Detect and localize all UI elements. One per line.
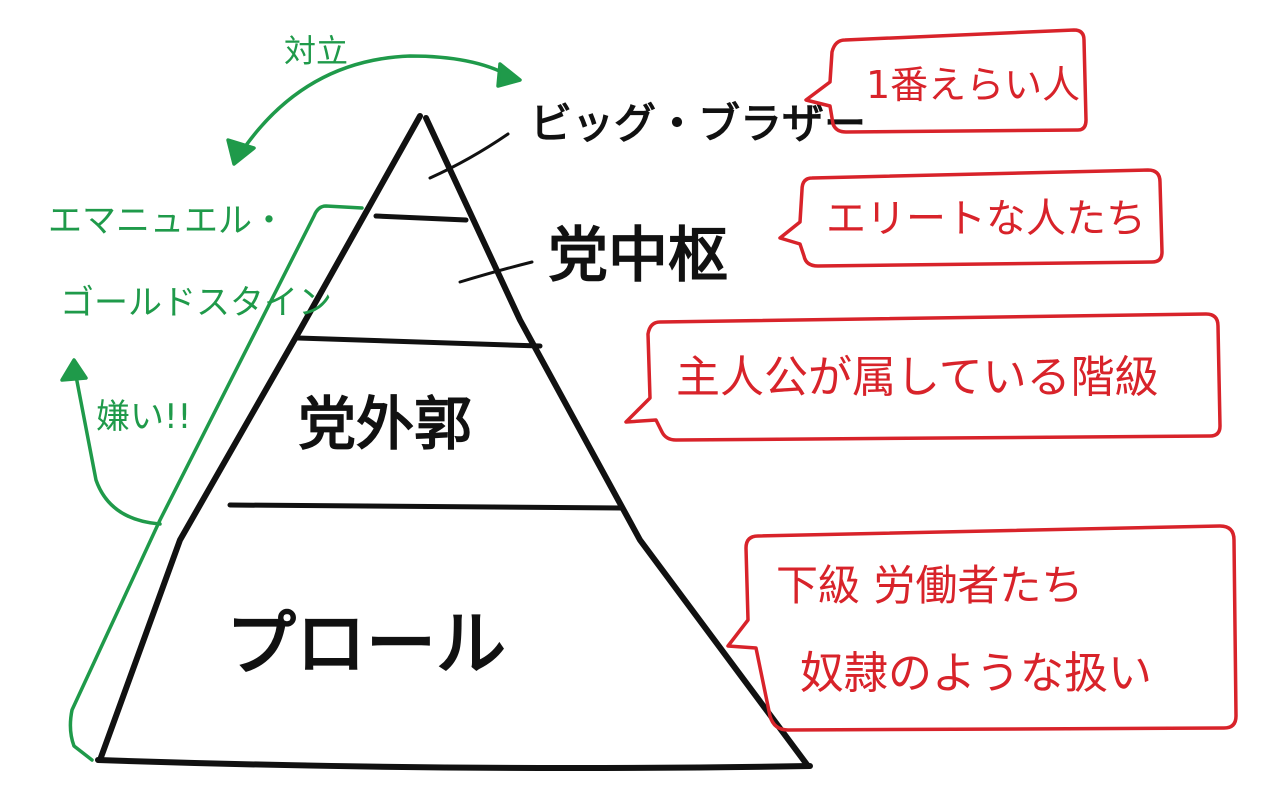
- note-inner-party: エリートな人たち: [826, 196, 1146, 242]
- tier-label-proles: プロール: [226, 603, 506, 685]
- bubble-inner-party: [778, 168, 1164, 268]
- note-goldstein-line1: エマニュエル・: [48, 201, 286, 241]
- green-annotations: [60, 54, 522, 762]
- bubble-outer-party: [624, 312, 1222, 442]
- bubble-big-brother: [804, 28, 1088, 134]
- note-opposition: 対立: [284, 32, 348, 70]
- tier-divider-1: [373, 213, 469, 223]
- party-bracket: [68, 204, 364, 762]
- pyramid: [95, 113, 813, 771]
- leader-lines: [428, 132, 534, 284]
- opposition-arrow-head-left: [226, 138, 256, 166]
- opposition-arrow: [234, 54, 518, 162]
- note-goldstein-line2: ゴールドスタイン: [60, 283, 332, 323]
- tier-label-big-brother: ビッグ・ブラザー: [530, 99, 866, 148]
- pyramid-base: [95, 757, 813, 771]
- tier-label-inner-party: 党中枢: [548, 221, 728, 291]
- note-proles-line1: 下級 労働者たち: [776, 561, 1083, 610]
- leader-big-brother: [428, 132, 510, 180]
- note-big-brother: 1番えらい人: [866, 63, 1080, 107]
- tier-divider-2: [295, 335, 543, 349]
- hate-arrow: [74, 374, 162, 526]
- opposition-arrow-head-right: [496, 62, 522, 88]
- bubble-proles: [726, 524, 1238, 732]
- tier-divider-3: [227, 502, 625, 511]
- tier-label-outer-party: 党外郭: [298, 390, 472, 458]
- note-bubbles: [624, 28, 1238, 732]
- note-hate: 嫌い!!: [96, 397, 191, 437]
- hate-arrow-head: [60, 358, 88, 382]
- note-outer-party: 主人公が属している階級: [676, 352, 1159, 403]
- pyramid-right-edge: [423, 115, 811, 769]
- pyramid-left-edge: [97, 113, 423, 763]
- leader-inner-party: [458, 260, 534, 284]
- note-proles-line2: 奴隷のような扱い: [800, 648, 1152, 699]
